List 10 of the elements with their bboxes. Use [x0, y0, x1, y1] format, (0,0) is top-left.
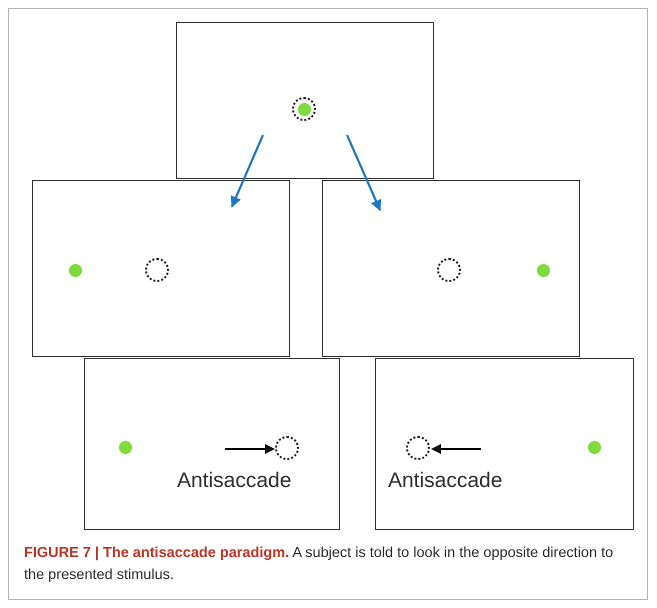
screen-panel — [322, 180, 580, 357]
condition-label: Antisaccade — [177, 469, 292, 493]
screen-panel — [32, 180, 290, 357]
condition-label: Antisaccade — [388, 469, 502, 493]
figure-caption: FIGURE 7 | The antisaccade paradigm. A subject is told to look in the opposite direction to the presented stimulus. — [24, 544, 614, 585]
arrow — [230, 134, 264, 208]
screen-panel — [84, 358, 340, 530]
screen-panel — [375, 358, 634, 530]
screen-panel — [176, 22, 434, 179]
arrow — [346, 134, 382, 212]
